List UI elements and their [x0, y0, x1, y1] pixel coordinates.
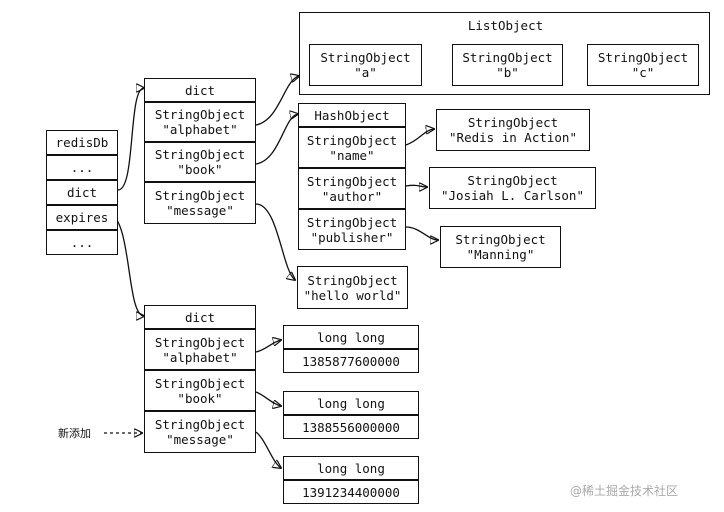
- hash-value-name-value: "Redis in Action": [449, 130, 577, 145]
- list-object-title: ListObject: [467, 18, 544, 33]
- expire-value-message-timestamp: 1391234400000: [283, 480, 419, 504]
- list-item-c-value: "c": [631, 65, 655, 80]
- dict-key-alphabet-type: StringObject: [154, 107, 246, 122]
- message-value-text: "hello world": [303, 287, 402, 303]
- arrow-author-value: [405, 185, 427, 187]
- hash-field-author: StringObject "author": [298, 168, 406, 209]
- watermark: @稀土掘金技术社区: [570, 484, 679, 498]
- hash-field-name: StringObject "name": [298, 127, 406, 168]
- expire-value-message-type: long long: [283, 456, 419, 480]
- new-added-label: 新添加: [58, 427, 91, 440]
- redisdb-dict-field: dict: [46, 180, 118, 205]
- hash-value-publisher: StringObject "Manning": [440, 226, 561, 268]
- list-item-b: StringObject "b": [452, 44, 563, 86]
- expire-value-book-type: long long: [283, 391, 419, 415]
- hash-field-publisher-type: StringObject: [306, 214, 398, 230]
- arrow-name-value: [405, 129, 434, 146]
- dict-key-alphabet-value: "alphabet": [162, 122, 238, 137]
- dict-header: dict: [144, 78, 256, 102]
- hash-field-publisher: StringObject "publisher": [298, 209, 406, 250]
- list-item-b-type: StringObject: [462, 50, 553, 65]
- arrow-exp-book: [255, 391, 281, 406]
- dict-key-message: StringObject "message": [144, 182, 256, 224]
- hash-object-header: HashObject: [298, 103, 406, 127]
- hash-value-name-type: StringObject: [467, 115, 559, 130]
- dict-key-book: StringObject "book": [144, 142, 256, 182]
- list-item-c: StringObject "c": [587, 44, 699, 86]
- list-item-a-value: "a": [354, 65, 377, 80]
- hash-value-publisher-value: "Manning": [466, 247, 535, 262]
- dict-key-message-value: "message": [166, 203, 234, 218]
- arrow-publisher-value: [405, 226, 438, 240]
- hash-value-name: StringObject "Redis in Action": [436, 109, 590, 151]
- redisdb-header: redisDb: [46, 130, 118, 155]
- dict-key-book-value: "book": [177, 162, 223, 177]
- hash-value-author-value: "Josiah L. Carlson": [441, 188, 584, 203]
- hash-field-author-type: StringObject: [306, 173, 398, 189]
- expires-key-message-type: StringObject: [154, 417, 246, 432]
- message-value-type: StringObject: [307, 272, 398, 288]
- dict-key-message-type: StringObject: [154, 188, 246, 203]
- arrow-exp-alphabet: [255, 340, 281, 353]
- expires-dict-header: dict: [144, 305, 256, 329]
- hash-value-publisher-type: StringObject: [455, 232, 546, 247]
- expire-value-alphabet-timestamp: 1385877600000: [283, 349, 419, 373]
- hash-value-author-type: StringObject: [467, 173, 558, 188]
- redisdb-row-ellipsis-2: ...: [46, 230, 118, 255]
- redisdb-expires-field: expires: [46, 205, 118, 230]
- list-item-a: StringObject "a": [309, 44, 422, 86]
- arrow-book-hash: [255, 114, 298, 165]
- hash-field-author-value: "author": [321, 188, 383, 204]
- expires-key-book-value: "book": [177, 390, 223, 406]
- expires-key-message: StringObject "message": [144, 411, 256, 453]
- arrow-alphabet-list: [255, 76, 299, 126]
- hash-value-author: StringObject "Josiah L. Carlson": [429, 167, 596, 209]
- arrow-message-value: [255, 203, 295, 280]
- dict-key-alphabet: StringObject "alphabet": [144, 102, 256, 142]
- list-item-b-value: "b": [496, 65, 519, 80]
- arrow-exp-message: [255, 431, 281, 468]
- expires-key-alphabet-type: StringObject: [154, 334, 246, 350]
- hash-field-name-value: "name": [329, 147, 375, 163]
- expires-key-alphabet: StringObject "alphabet": [144, 329, 256, 370]
- expire-value-book-timestamp: 1388556000000: [283, 415, 419, 439]
- expires-key-message-value: "message": [166, 432, 234, 447]
- list-item-c-type: StringObject: [597, 50, 689, 65]
- message-value: StringObject "hello world": [297, 266, 408, 309]
- expires-key-book-type: StringObject: [154, 375, 246, 391]
- expire-value-alphabet-type: long long: [283, 325, 419, 349]
- dict-key-book-type: StringObject: [154, 147, 246, 162]
- expires-key-book: StringObject "book": [144, 370, 256, 411]
- redisdb-row-ellipsis-1: ...: [46, 155, 118, 180]
- expires-key-alphabet-value: "alphabet": [162, 349, 238, 365]
- list-item-a-type: StringObject: [320, 50, 411, 65]
- hash-field-publisher-value: "publisher": [310, 229, 394, 245]
- hash-field-name-type: StringObject: [306, 132, 398, 148]
- arrow-db-dict: [117, 88, 144, 191]
